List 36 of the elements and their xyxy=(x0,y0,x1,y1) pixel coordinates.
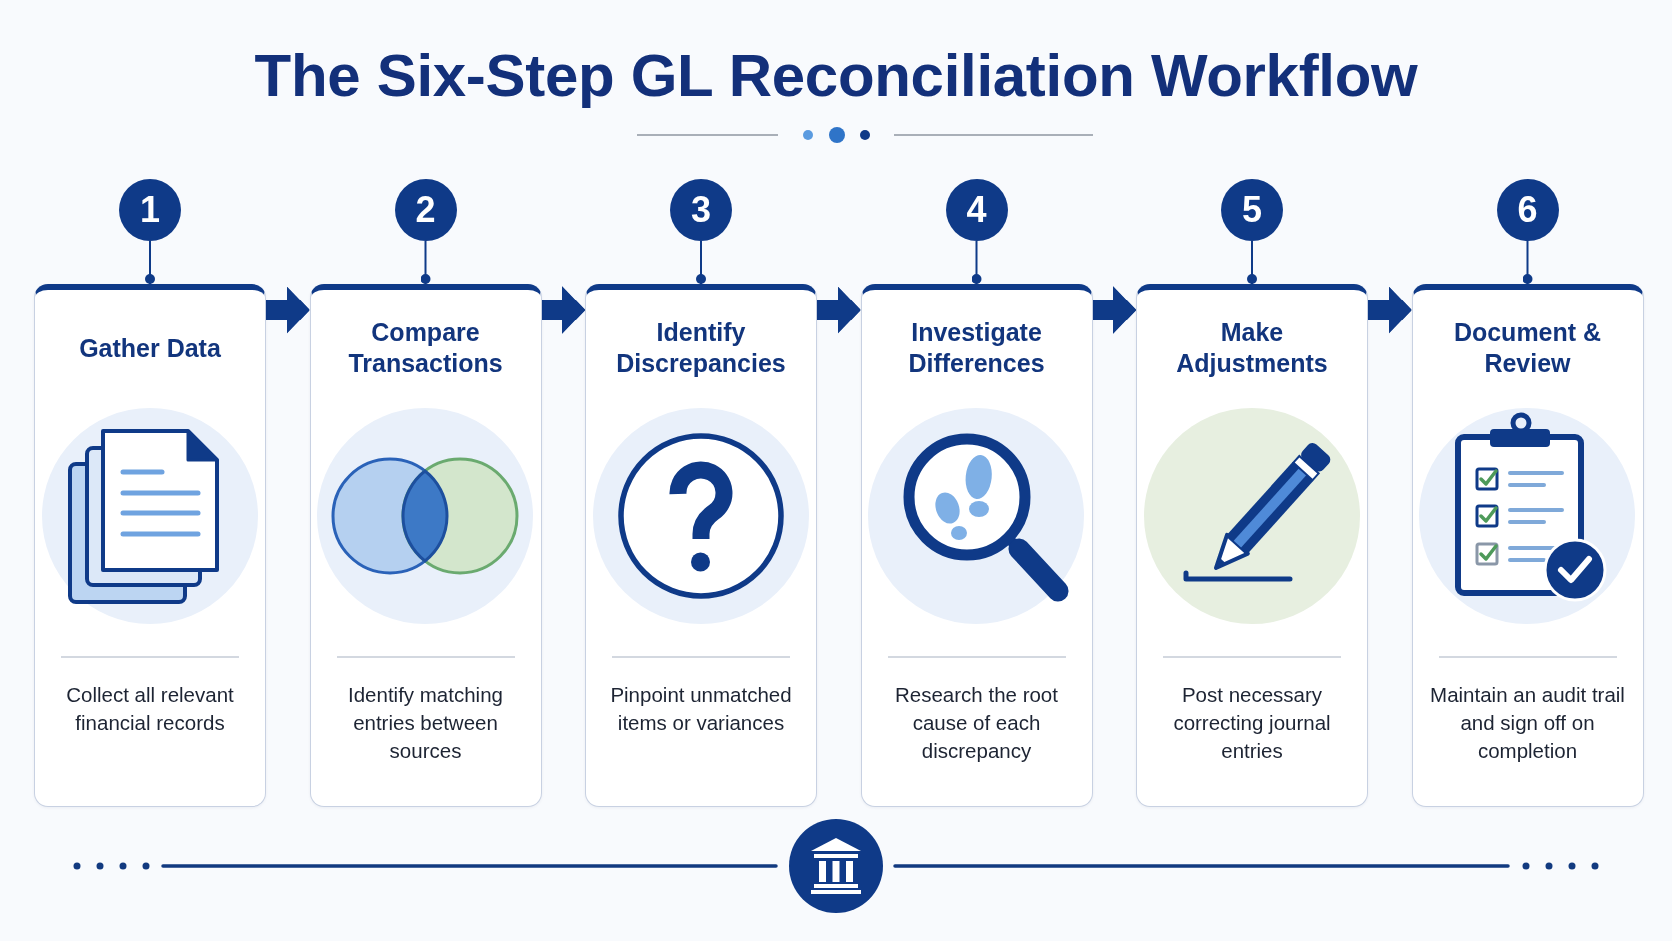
step-card xyxy=(34,284,266,807)
step-card xyxy=(585,284,817,807)
step-title: Identify Discrepancies xyxy=(615,317,787,379)
step-title: Compare Transactions xyxy=(347,317,504,379)
connector-line xyxy=(1247,240,1257,285)
step-title: Make Adjustments xyxy=(1175,317,1329,379)
number-badge: 3 xyxy=(670,179,732,241)
number-badge: 6 xyxy=(1496,179,1559,241)
step-description: Pinpoint unmatched items or variances xyxy=(609,682,793,736)
step-card xyxy=(1411,284,1644,807)
step-description: Identify matching entries between sources xyxy=(347,682,504,764)
flow-arrow xyxy=(1092,286,1136,334)
step-card xyxy=(860,284,1093,807)
number-badge: 5 xyxy=(1221,179,1283,241)
number-badge: 2 xyxy=(394,179,457,241)
connector-line xyxy=(696,240,706,285)
number-badge: 1 xyxy=(119,179,181,241)
connector-line xyxy=(1522,240,1533,285)
step-description: Research the root cause of each discrepancy xyxy=(894,682,1059,764)
connector-line xyxy=(145,240,155,285)
connector-line xyxy=(420,240,431,285)
step-description: Collect all relevant financial records xyxy=(65,682,235,736)
step-description: Post necessary correcting journal entries xyxy=(1172,682,1332,764)
connector-line xyxy=(971,240,982,285)
flow-arrow xyxy=(541,286,585,334)
flow-arrow xyxy=(817,286,861,334)
step-title: Gather Data xyxy=(79,332,221,364)
step-title: Document & Review xyxy=(1452,317,1603,379)
step-card xyxy=(309,284,542,807)
flow-arrow xyxy=(266,286,310,334)
number-badge: 4 xyxy=(945,179,1008,241)
step-title: Investigate Differences xyxy=(907,317,1046,379)
step-card xyxy=(1136,284,1368,807)
flow-arrow xyxy=(1368,286,1412,334)
title: The Six-Step GL Reconciliation Workflow xyxy=(254,44,1418,108)
step-description: Maintain an audit trail and sign off on completion xyxy=(1429,682,1626,764)
